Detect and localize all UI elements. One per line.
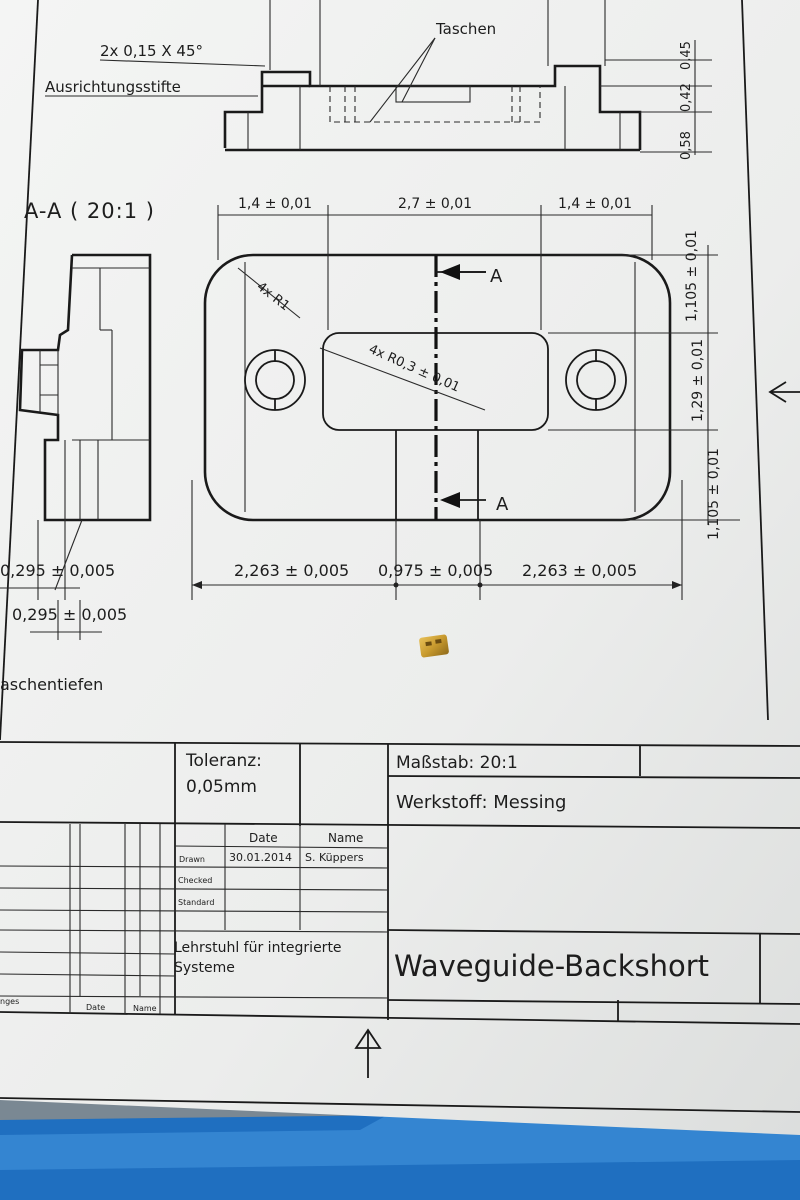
right-dim-1: 1,105 ± 0,01 [684, 230, 700, 322]
depth-note: aschentiefen [0, 675, 103, 694]
dark-object-shadow [760, 726, 800, 1034]
top-view [45, 0, 712, 155]
material-label: Werkstoff: Messing [396, 792, 566, 813]
top-dim-3: 1,4 ± 0,01 [558, 196, 632, 212]
top-dim-1: 1,4 ± 0,01 [238, 196, 312, 212]
column-date: Date [249, 831, 278, 845]
side-dim-b: 0,295 ± 0,005 [12, 605, 127, 624]
side-view [0, 253, 152, 640]
revision-col-name: Name [133, 1004, 157, 1013]
revision-col-date: Date [86, 1003, 105, 1012]
pockets-label: Taschen [435, 20, 496, 38]
scale-label: Maßstab: 20:1 [396, 753, 518, 773]
side-dim-a: 0,295 ± 0,005 [0, 561, 115, 580]
cut-label-bottom: A [496, 494, 509, 515]
brass-part [419, 634, 449, 658]
top-dim-045: 0,45 [679, 41, 694, 70]
row-drawn: Drawn [179, 855, 205, 864]
institute-line-1: Lehrstuhl für integrierte [174, 940, 342, 956]
drawn-name: S. Küppers [305, 851, 364, 864]
section-view [191, 205, 740, 600]
column-name: Name [328, 831, 363, 845]
bottom-dim-2: 0,975 ± 0,005 [378, 561, 493, 580]
right-dim-3: 1,105 ± 0,01 [706, 448, 722, 540]
pins-label: Ausrichtungsstifte [45, 78, 181, 96]
part-name: Waveguide-Backshort [394, 949, 709, 983]
tolerance-label: Toleranz: [185, 751, 262, 771]
title-block [0, 741, 800, 1025]
top-dim-058: 0,58 [679, 131, 694, 160]
section-title: A-A ( 20:1 ) [24, 199, 155, 223]
bottom-dim-1: 2,263 ± 0,005 [234, 561, 349, 580]
right-dim-2: 1,29 ± 0,01 [690, 339, 706, 422]
revision-col-changes: nges [0, 997, 19, 1006]
row-checked: Checked [178, 876, 212, 885]
cut-label-top: A [490, 266, 503, 287]
chamfer-note: 2x 0,15 X 45° [100, 42, 203, 60]
tolerance-value: 0,05mm [186, 777, 257, 797]
top-dim-2: 2,7 ± 0,01 [398, 196, 472, 212]
paper-sheet [0, 0, 800, 1135]
bottom-dim-3: 2,263 ± 0,005 [522, 561, 637, 580]
row-standard: Standard [178, 898, 214, 907]
drawn-date: 30.01.2014 [229, 851, 292, 864]
top-dim-042: 0,42 [679, 83, 694, 112]
institute-line-2: Systeme [174, 960, 235, 976]
